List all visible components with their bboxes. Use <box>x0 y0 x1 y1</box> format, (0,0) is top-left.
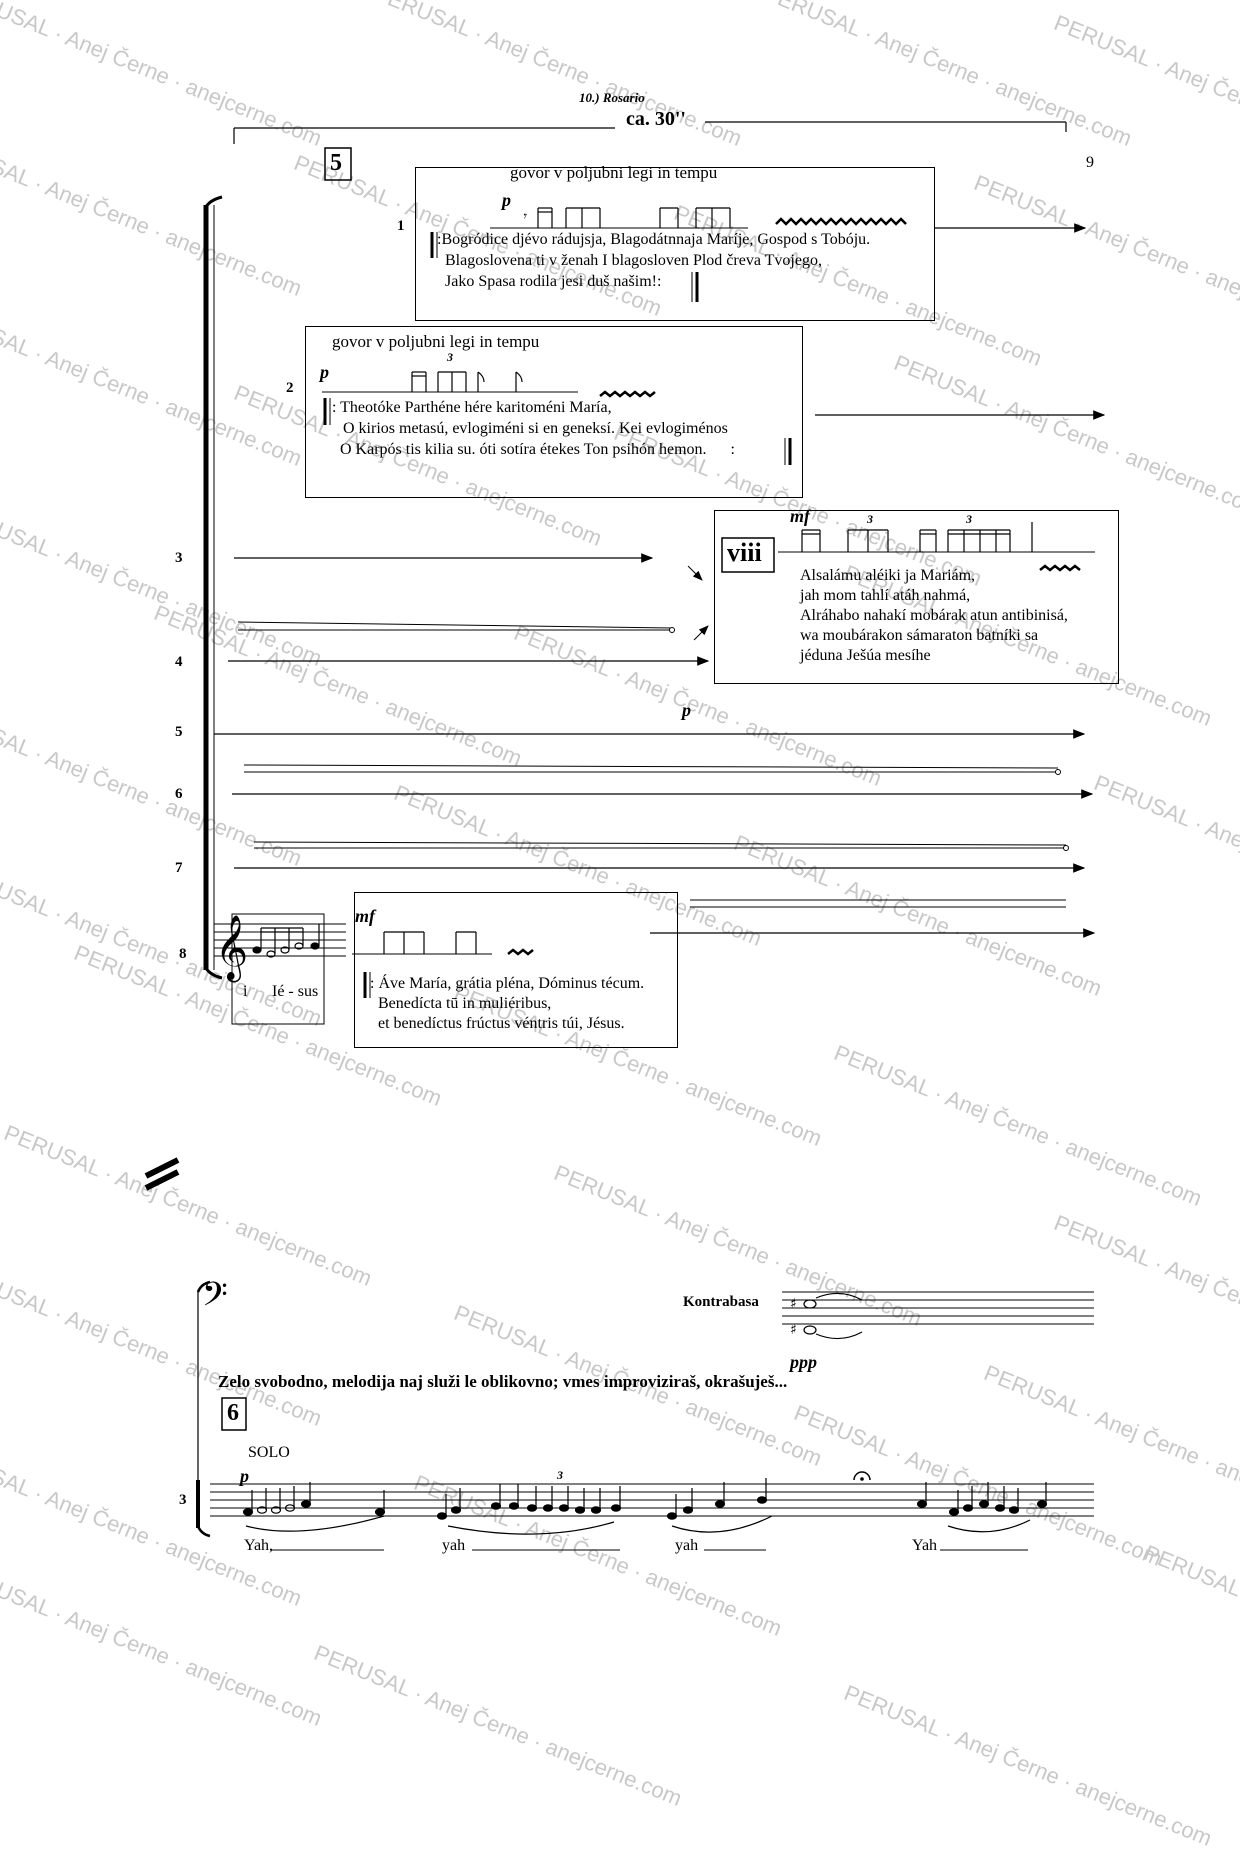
box1-line-2: Blagoslovena ti v ženah I blagosloven Pl… <box>445 252 822 269</box>
staff-number-8: 8 <box>179 946 187 962</box>
solo-note <box>574 1506 586 1514</box>
solo-note <box>526 1504 538 1512</box>
instrument-kontrabasa: Kontrabasa <box>683 1294 759 1310</box>
solo-note <box>558 1504 570 1512</box>
box2-instruction: govor v poljubni legi in tempu <box>332 332 540 351</box>
solo-note <box>714 1500 726 1508</box>
text-box-3 <box>714 510 1119 684</box>
box2-dynamic: p <box>320 362 329 382</box>
svg-text:♯: ♯ <box>790 1322 797 1338</box>
box3-tuplet-2: 3 <box>966 512 972 526</box>
box4-line-1: : Áve María, grátia pléna, Dóminus técum… <box>370 975 645 992</box>
box1-dynamic: p <box>502 190 511 210</box>
page-number: 9 <box>1086 154 1094 171</box>
box3-line-5: jéduna Ješúa mesíhe <box>800 647 931 664</box>
box1-line-3: Jako Spasa rodila jesi duš našim!: <box>445 273 662 290</box>
solo-lyric-4: Yah <box>912 1537 938 1554</box>
box1-line-1: :Bogródice djévo rádujsja, Blagodátnnaja… <box>437 231 871 248</box>
staff-number-6: 6 <box>175 786 183 802</box>
svg-text:𝄞: 𝄞 <box>215 915 248 982</box>
svg-text:♯: ♯ <box>790 1296 797 1312</box>
solo-note <box>1008 1506 1020 1514</box>
duration-label: ca. 30'' <box>626 108 686 130</box>
staff8-syllable-i: i <box>243 983 248 1000</box>
kontrabasa-dynamic: ppp <box>790 1352 817 1372</box>
box1-instruction: govor v poljubni legi in tempu <box>510 163 718 182</box>
solo-note <box>948 1508 960 1516</box>
solo-note <box>916 1500 928 1508</box>
text-box-4 <box>354 892 678 1048</box>
rehearsal-mark-6: 6 <box>227 1400 239 1426</box>
solo-tuplet: 3 <box>557 1468 563 1482</box>
box3-line-2: jah mom tahlí atáh nahmá, <box>800 587 971 604</box>
box2-line-2: O kirios metasú, evlogiméni si en geneks… <box>343 420 728 437</box>
solo-note <box>756 1496 768 1504</box>
box4-dynamic: mf <box>355 906 375 926</box>
score-graphics: 𝄞 𝄢 <box>144 121 1106 1551</box>
solo-lyric-3: yah <box>675 1537 699 1554</box>
box4-line-3: et benedíctus frúctus véntris túi, Jésus… <box>378 1015 625 1032</box>
solo-note <box>962 1504 974 1512</box>
staff5-dynamic: p <box>682 700 691 720</box>
box3-line-3: Alráhabo nahakí mobárak atun antibinisá, <box>800 607 1068 624</box>
box1-rest: 𝄾 <box>522 210 526 225</box>
solo-note <box>300 1500 312 1508</box>
box3-line-1: Alsalámu aléiki ja Mariám, <box>800 567 976 584</box>
text-box-1 <box>415 167 935 321</box>
section-title: 10.) Rosario <box>579 90 645 105</box>
box2-tuplet: 3 <box>447 350 453 364</box>
solo-dynamic: p <box>240 1466 249 1486</box>
box3-line-4: wa moubárakon sámaraton batníki sa <box>800 627 1039 644</box>
solo-note <box>590 1506 602 1514</box>
solo-note <box>374 1508 386 1516</box>
box3-label-viii: viii <box>727 538 762 567</box>
solo-note <box>242 1508 254 1516</box>
staff-number-2: 2 <box>286 380 294 396</box>
staff-number-4: 4 <box>175 654 183 670</box>
solo-note <box>450 1506 462 1514</box>
box2-line-1: : Theotóke Parthéne hére karitoméni Marí… <box>332 399 612 416</box>
box3-tuplet-1: 3 <box>867 512 873 526</box>
solo-note <box>666 1512 678 1520</box>
solo-label: SOLO <box>248 1444 290 1461</box>
performance-instruction: Zelo svobodno, melodija naj služi le obl… <box>218 1372 788 1391</box>
box3-dynamic: mf <box>790 506 810 526</box>
box2-line-3: O Karpós tis kilia su. óti sotíra étekes… <box>340 441 735 458</box>
staff8-syllable-iesus: Ié - sus <box>272 983 319 1000</box>
staff-number-3: 3 <box>175 550 183 566</box>
text-box-2 <box>305 326 803 498</box>
solo-note <box>436 1512 448 1520</box>
solo-note <box>978 1500 990 1508</box>
staff-number-5: 5 <box>175 724 183 740</box>
solo-note <box>682 1506 694 1514</box>
solo-lyric-2: yah <box>442 1537 466 1554</box>
solo-lyric-1: Yah, <box>244 1537 274 1554</box>
solo-note <box>610 1504 622 1512</box>
svg-text:𝄢: 𝄢 <box>202 1276 228 1322</box>
staff-number-7: 7 <box>175 860 183 876</box>
solo-note <box>490 1502 502 1510</box>
box4-line-2: Benedícta tū in muliéribus, <box>378 995 552 1012</box>
staff-number-solo: 3 <box>179 1492 187 1508</box>
solo-note <box>1036 1500 1048 1508</box>
solo-note <box>508 1502 520 1510</box>
rehearsal-mark-5: 5 <box>330 150 342 176</box>
solo-note <box>542 1504 554 1512</box>
staff-number-1: 1 <box>397 218 405 234</box>
solo-note <box>994 1504 1006 1512</box>
